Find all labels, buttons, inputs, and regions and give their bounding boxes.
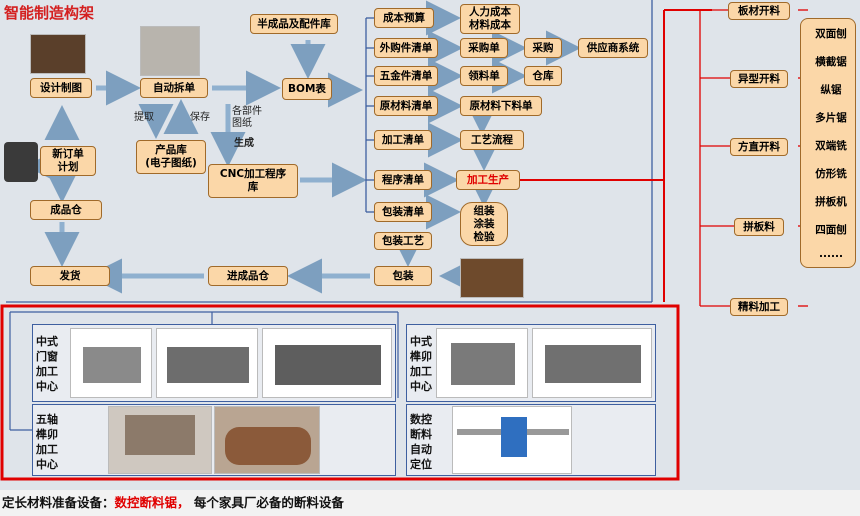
pack-box: 包装 xyxy=(374,266,432,286)
processing-box: 加工生产 xyxy=(456,170,520,190)
label-gen: 生成 xyxy=(234,138,254,149)
machine-image xyxy=(532,328,652,398)
bottom-caption: 定长材料准备设备：数控断料锯， 每个家具厂必备的断料设备 xyxy=(0,490,860,516)
product-lib-box: 产品库(电子图纸) xyxy=(136,140,206,174)
door-center-label: 中式门窗加工中心 xyxy=(36,335,58,393)
machine-image xyxy=(70,328,152,398)
mortise-center-label: 中式榫卯加工中心 xyxy=(410,335,432,393)
raw-material-box: 原材料清单 xyxy=(374,96,438,116)
supplier-box: 供应商系统 xyxy=(578,38,648,58)
page-title: 智能制造构架 xyxy=(4,4,95,22)
ship-box: 发货 xyxy=(30,266,110,286)
finished-store-box: 成品仓 xyxy=(30,200,102,220)
tool-item: 仿形铣 xyxy=(815,168,847,180)
tool-item: 四面刨 xyxy=(815,224,847,236)
auto-split-box: 自动拆单 xyxy=(140,78,208,98)
tools-list xyxy=(800,18,856,268)
door-image xyxy=(140,26,200,76)
process-list-box: 加工清单 xyxy=(374,130,432,150)
outsource-box: 外购件清单 xyxy=(374,38,438,58)
label-save: 保存 xyxy=(190,112,210,123)
bom-box: BOM表 xyxy=(282,78,332,100)
pack-process-box: 包装工艺 xyxy=(374,232,432,250)
machine-image xyxy=(156,328,258,398)
board-cut-box: 板材开料 xyxy=(728,2,790,20)
five-axis-label: 五轴榫卯加工中心 xyxy=(36,413,58,471)
tool-item: 双面刨 xyxy=(815,28,847,40)
raw-cut-box: 原材料下料单 xyxy=(460,96,542,116)
new-order-box: 新订单计划 xyxy=(40,146,96,176)
labor-box: 人力成本材料成本 xyxy=(460,4,520,34)
tool-item: 纵锯 xyxy=(820,84,842,96)
hardware-box: 五金件清单 xyxy=(374,66,438,86)
machine-image xyxy=(262,328,392,398)
pack-list-box: 包装清单 xyxy=(374,202,432,222)
assemble-box: 组装涂装检验 xyxy=(460,202,508,246)
tool-item: ...... xyxy=(819,248,843,260)
craft-flow-box: 工艺流程 xyxy=(460,130,524,150)
machine-image xyxy=(214,406,320,474)
pack-image xyxy=(460,258,524,298)
label-parts: 各部件图纸 xyxy=(232,106,262,129)
fine-box: 精料加工 xyxy=(730,298,788,316)
tool-item: 拼板机 xyxy=(815,196,847,208)
joined-box: 拼板料 xyxy=(734,218,784,236)
warehouse-box: 仓库 xyxy=(524,66,562,86)
machine-image xyxy=(452,406,572,474)
design-box: 设计制图 xyxy=(30,78,92,98)
purchase-box: 采购 xyxy=(524,38,562,58)
label-fetch: 提取 xyxy=(134,112,154,123)
tool-item: 多片锯 xyxy=(815,112,847,124)
shaped-cut-box: 异型开料 xyxy=(730,70,788,88)
into-store-box: 进成品仓 xyxy=(208,266,288,286)
semi-parts-box: 半成品及配件库 xyxy=(250,14,338,34)
person-image xyxy=(4,142,38,182)
purchase-order-box: 采购单 xyxy=(460,38,508,58)
design-image xyxy=(30,34,86,74)
program-list-box: 程序清单 xyxy=(374,170,432,190)
square-cut-box: 方直开料 xyxy=(730,138,788,156)
cnc-cut-label: 数控断料自动定位 xyxy=(410,413,432,471)
pick-order-box: 领料单 xyxy=(460,66,508,86)
cnc-lib-box: CNC加工程序库 xyxy=(208,164,298,198)
tool-item: 双端铣 xyxy=(815,140,847,152)
machine-image xyxy=(436,328,528,398)
cost-box: 成本预算 xyxy=(374,8,434,28)
machine-image xyxy=(108,406,212,474)
tool-item: 横截锯 xyxy=(815,56,847,68)
